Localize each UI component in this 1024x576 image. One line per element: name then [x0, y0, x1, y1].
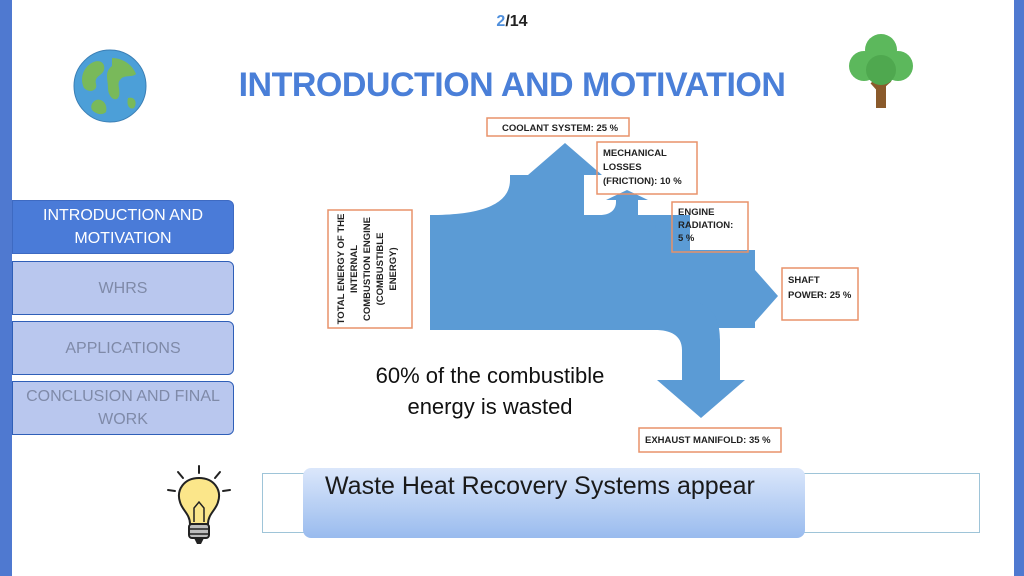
shaft-label-line: SHAFT — [788, 275, 820, 286]
source-label-line: ENERGY) — [388, 247, 399, 290]
coolant-label-box — [486, 117, 630, 137]
mechanical-label-line: MECHANICAL — [603, 148, 667, 159]
source-label-line: TOTAL ENERGY OF THE — [336, 214, 347, 325]
flow-mechanical — [584, 190, 648, 215]
flow-radiation-arrow — [638, 222, 674, 258]
lightbulb-icon — [167, 465, 231, 544]
page-total: 14 — [509, 13, 528, 30]
exhaust-label-box — [638, 427, 782, 453]
nav-item-label: CONCLUSION AND FINAL WORK — [26, 388, 220, 428]
mechanical-label-box — [596, 141, 698, 195]
globe-icon — [73, 49, 147, 123]
source-label-box — [327, 209, 413, 329]
page-title: INTRODUCTION AND MOTIVATION — [238, 66, 786, 104]
source-label-line: COMBUSTION ENGINE — [362, 217, 373, 321]
nav-item-applications[interactable]: APPLICATIONS — [12, 321, 234, 375]
flow-arrows — [430, 143, 778, 418]
radiation-label-line: 5 % — [678, 233, 695, 244]
left-edge-bar — [0, 0, 12, 576]
waste-caption: 60% of the combustible energy is wasted — [375, 363, 605, 419]
page-separator: / — [505, 13, 510, 30]
mechanical-label-line: LOSSES — [603, 162, 642, 173]
page-counter: 2/14 — [0, 13, 1024, 31]
whrs-banner: Waste Heat Recovery Systems appear — [303, 468, 805, 538]
radiation-label-box — [671, 201, 749, 253]
nav-item-introduction[interactable]: INTRODUCTION AND MOTIVATION — [12, 200, 234, 254]
exhaust-label: EXHAUST MANIFOLD: 35 % — [645, 435, 771, 446]
energy-sankey-diagram: TOTAL ENERGY OF THE INTERNAL COMBUSTION … — [327, 117, 859, 453]
flow-exhaust — [430, 300, 745, 418]
mechanical-label-line: (FRICTION): 10 % — [603, 176, 682, 187]
nav-item-whrs[interactable]: WHRS — [12, 261, 234, 315]
tree-icon — [849, 34, 913, 108]
source-label-line: INTERNAL — [349, 245, 360, 293]
source-label-line: (COMBUSTIBLE — [375, 233, 386, 306]
radiation-label-line: RADIATION: — [678, 220, 733, 231]
nav-item-label: APPLICATIONS — [65, 339, 181, 357]
label-boxes — [327, 117, 859, 453]
source-label: TOTAL ENERGY OF THE INTERNAL COMBUSTION … — [336, 214, 399, 325]
nav-item-conclusion[interactable]: CONCLUSION AND FINAL WORK — [12, 381, 234, 435]
right-edge-bar — [1014, 0, 1024, 576]
shaft-label-box — [781, 267, 859, 321]
flow-coolant — [430, 143, 602, 215]
nav-item-label: INTRODUCTION AND MOTIVATION — [43, 207, 203, 247]
coolant-label: COOLANT SYSTEM: 25 % — [502, 123, 619, 134]
shaft-label-line: POWER: 25 % — [788, 290, 852, 301]
radiation-label-line: ENGINE — [678, 207, 714, 218]
page-current: 2 — [496, 13, 506, 30]
nav-item-label: WHRS — [98, 279, 148, 297]
